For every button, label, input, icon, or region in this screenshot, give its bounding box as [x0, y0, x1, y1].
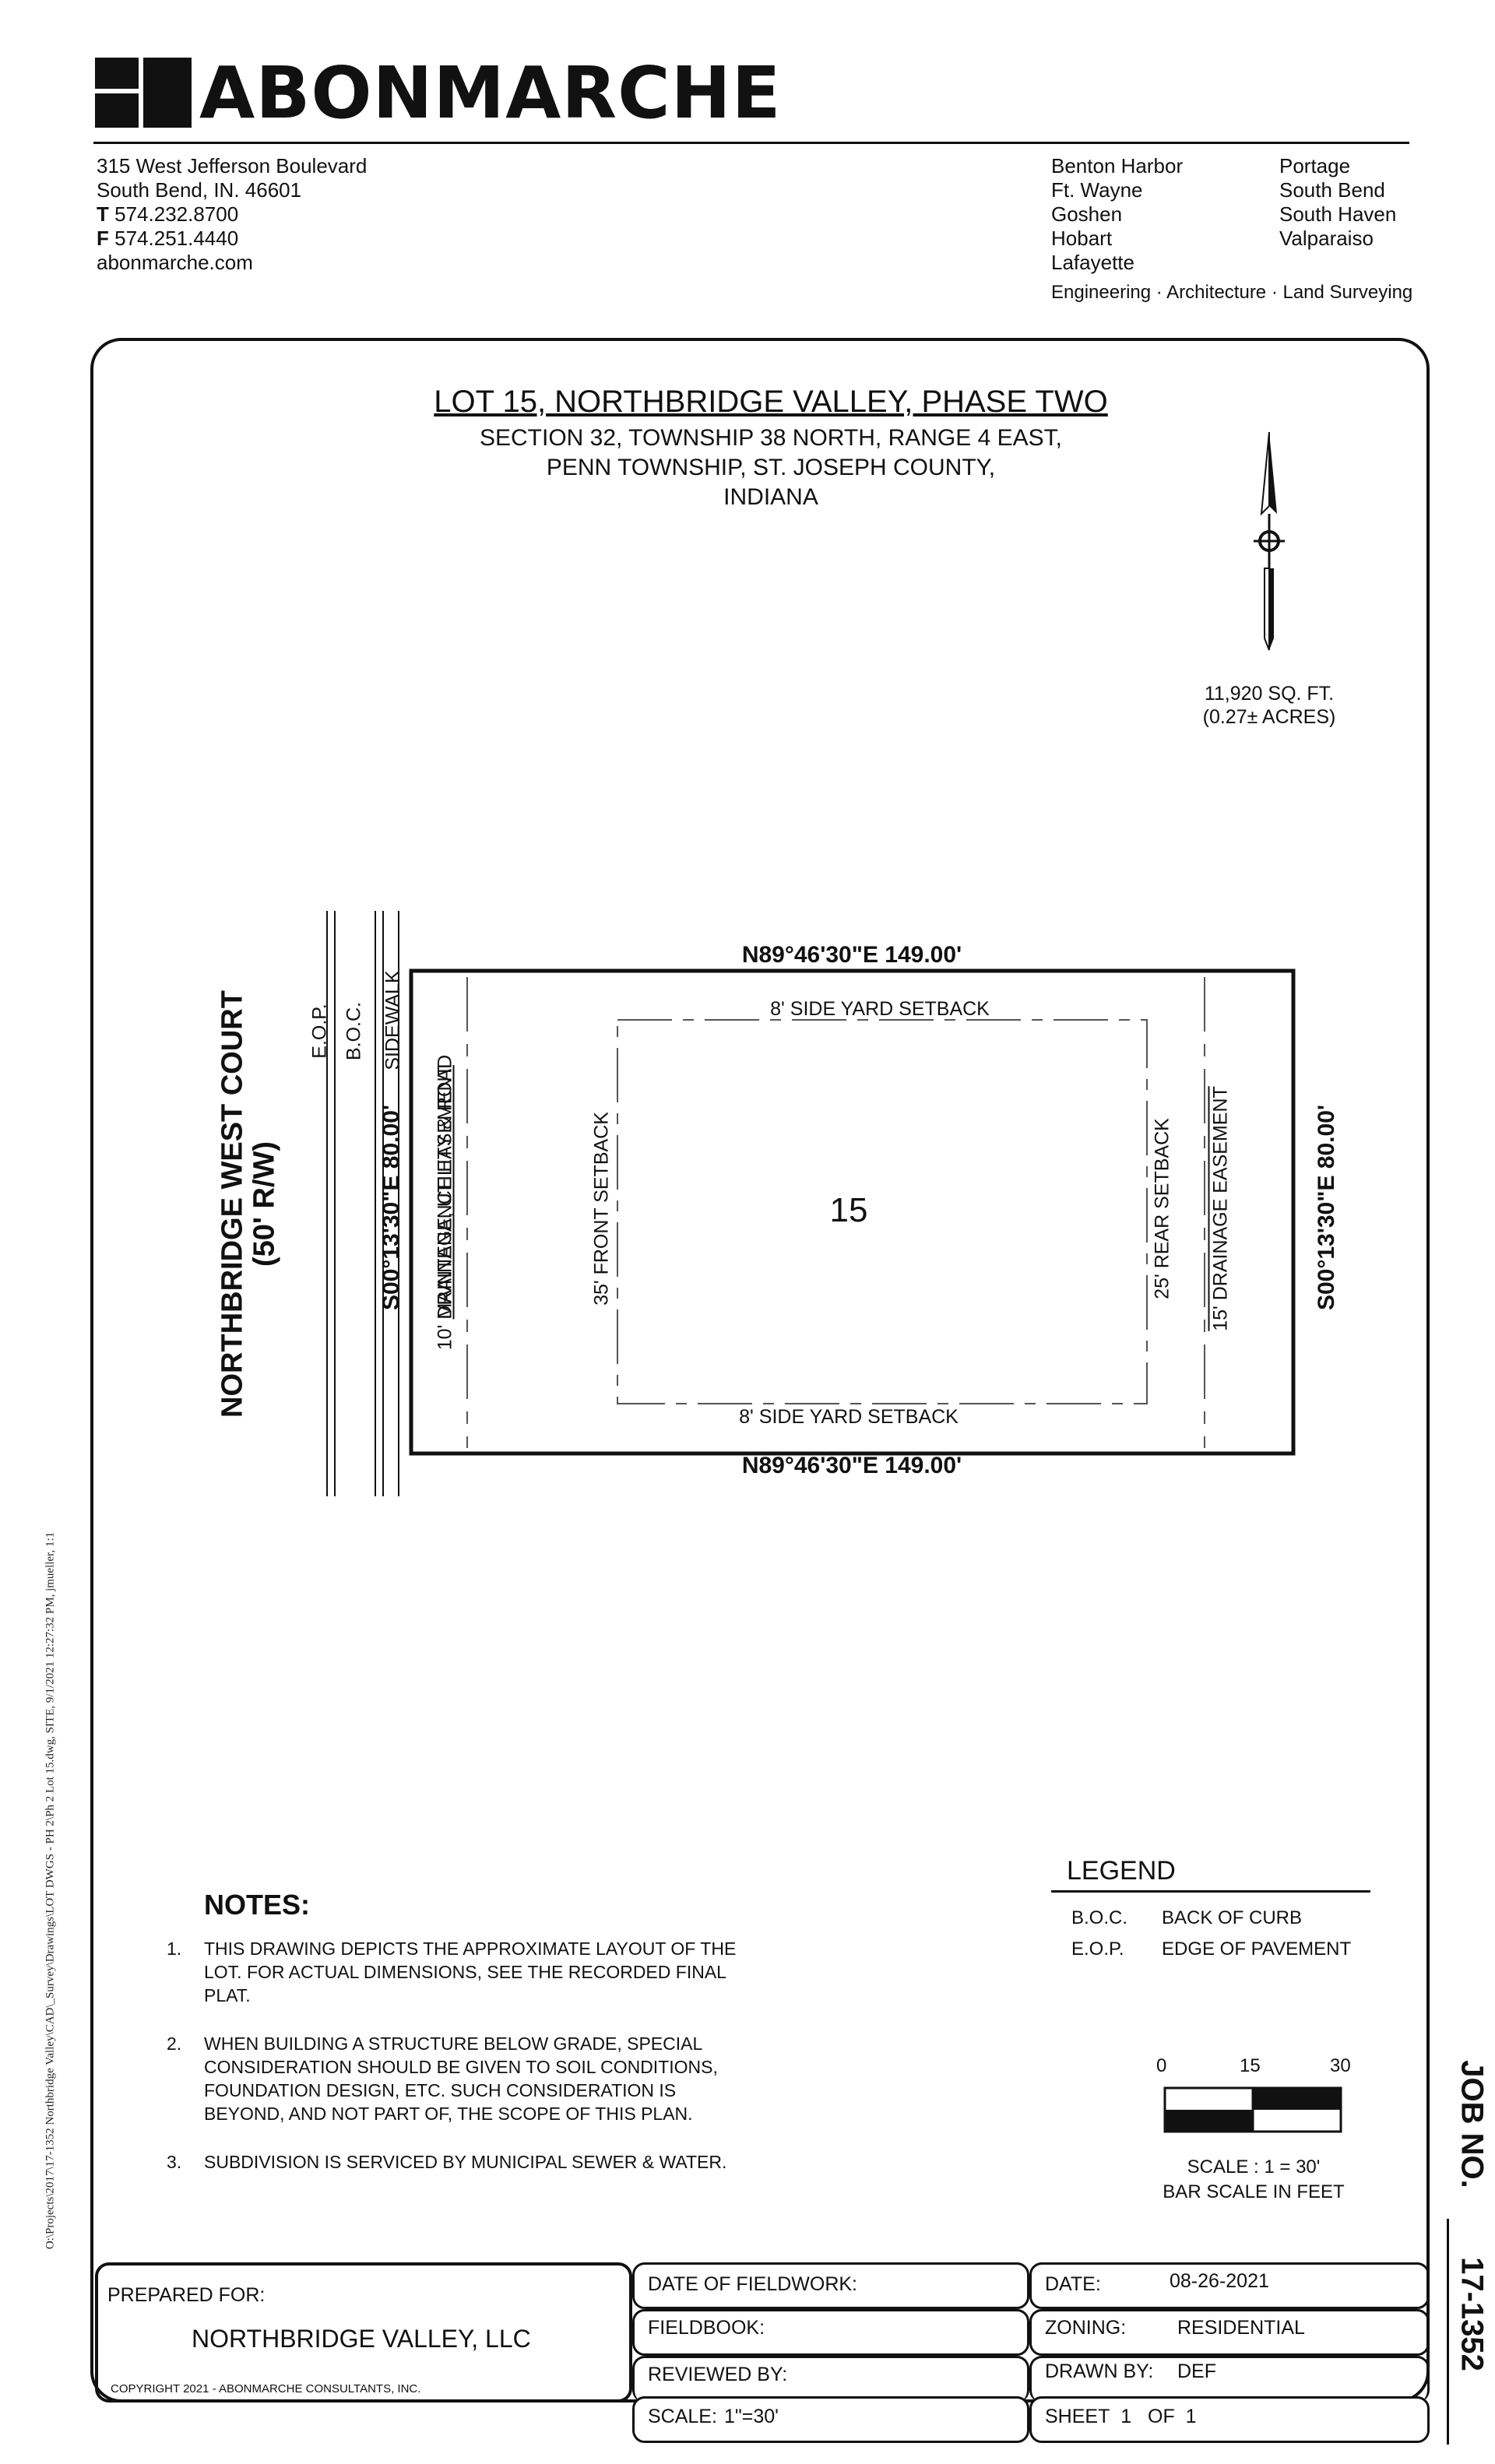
- job-label: JOB NO.: [1455, 2060, 1490, 2188]
- drawing-title: LOT 15, NORTHBRIDGE VALLEY, PHASE TWO: [434, 385, 1108, 419]
- sidewalk-label: SIDEWALK: [382, 970, 404, 1070]
- fieldbook-box: [632, 2309, 1029, 2356]
- zoning-label: ZONING:: [1045, 2317, 1127, 2339]
- drawn-by-label: DRAWN BY:: [1045, 2360, 1154, 2382]
- scale-tick-0: 0: [1156, 2055, 1167, 2076]
- scale-label: SCALE:: [648, 2406, 717, 2427]
- scale-bar-graphic: [1163, 2086, 1342, 2133]
- company-name: ABONMARCHE: [199, 51, 782, 135]
- legend-row: B.O.C.BACK OF CURB: [1071, 1907, 1303, 1928]
- bearing-top: N89°46'30"E 149.00': [741, 942, 962, 968]
- copyright: COPYRIGHT 2021 - ABONMARCHE CONSULTANTS,…: [111, 2382, 421, 2395]
- fieldwork-box: [632, 2262, 1029, 2309]
- legend-row: E.O.P.EDGE OF PAVEMENT: [1071, 1939, 1352, 1960]
- legend-heading: LEGEND: [1067, 1856, 1176, 1886]
- date-value: 08-26-2021: [1170, 2270, 1269, 2292]
- scale-text: SCALE : 1 = 30': [1187, 2156, 1321, 2178]
- job-number-rule: [1447, 2219, 1449, 2445]
- reviewed-box: [632, 2356, 1029, 2402]
- title-block: PREPARED FOR: NORTHBRIDGE VALLEY, LLC CO…: [90, 2262, 1430, 2402]
- drawing-subtitle: SECTION 32, TOWNSHIP 38 NORTH, RANGE 4 E…: [480, 425, 1062, 510]
- drawn-by-value: DEF: [1177, 2360, 1216, 2382]
- sheet-info: SHEET 1 OF 1: [1045, 2406, 1197, 2427]
- prepared-for-box: [95, 2262, 632, 2402]
- front-setback-label: 35' FRONT SETBACK: [590, 1112, 613, 1306]
- rear-setback-label: 25' REAR SETBACK: [1151, 1118, 1173, 1299]
- header-rule: [93, 142, 1409, 144]
- notes-heading: NOTES:: [204, 1889, 311, 1921]
- drawn-by-box: [1029, 2356, 1430, 2402]
- note-item: 3. SUBDIVISION IS SERVICED BY MUNICIPAL …: [167, 2152, 727, 2172]
- job-number: 17-1352: [1455, 2257, 1490, 2371]
- scale-tick-30: 30: [1330, 2055, 1351, 2076]
- side-setback-bottom: 8' SIDE YARD SETBACK: [739, 1406, 959, 1428]
- side-setback-top: 8' SIDE YARD SETBACK: [770, 998, 990, 1020]
- scale-value: 1"=30': [724, 2406, 779, 2427]
- offices-col-2: Portage South Bend South Haven Valparais…: [1279, 154, 1397, 250]
- bearing-right: S00°13'30"E 80.00': [1314, 1104, 1339, 1311]
- street-row: (50' R/W): [248, 1141, 281, 1267]
- zoning-box: [1029, 2309, 1430, 2356]
- reviewed-by-label: REVIEWED BY:: [648, 2364, 788, 2385]
- company-logo: [95, 58, 196, 128]
- date-box: [1029, 2262, 1430, 2309]
- lot-area: 11,920 SQ. FT. (0.27± ACRES): [1202, 683, 1336, 728]
- street-name: NORTHBRIDGE WEST COURT: [216, 990, 249, 1418]
- date-fieldwork-label: DATE OF FIELDWORK:: [648, 2273, 857, 2295]
- logo-mark-icon: [95, 58, 192, 128]
- sheet-box: [1029, 2396, 1430, 2443]
- fieldbook-label: FIELDBOOK:: [648, 2317, 765, 2339]
- notes-list: 1. THIS DRAWING DEPICTS THE APPROXIMATE …: [167, 1937, 836, 2174]
- address-line-2: South Bend, IN. 46601: [97, 178, 302, 202]
- legend-rule: [1051, 1890, 1370, 1893]
- lot-number: 15: [829, 1191, 868, 1229]
- file-path: O:\Projects\2017\17-1352 Northbridge Val…: [44, 1531, 57, 2250]
- scale-box: [632, 2396, 1029, 2443]
- date-label: DATE:: [1045, 2273, 1101, 2295]
- bearing-left: S00°13'30"E 80.00': [378, 1104, 404, 1311]
- zoning-value: RESIDENTIAL: [1177, 2317, 1305, 2339]
- fax-line: F 574.251.4440: [97, 227, 239, 250]
- offices-col-1: Benton Harbor Ft. Wayne Goshen Hobart La…: [1051, 154, 1184, 274]
- prepared-for-label: PREPARED FOR:: [107, 2284, 266, 2306]
- front-easement-label-2: MAINTENANCE EASEMENT: [434, 1065, 456, 1320]
- note-item: 1. THIS DRAWING DEPICTS THE APPROXIMATE …: [167, 1939, 737, 2005]
- eop-label: E.O.P.: [308, 1004, 331, 1059]
- website: abonmarche.com: [97, 251, 253, 274]
- phone-line: T 574.232.8700: [97, 202, 239, 226]
- scale-unit: BAR SCALE IN FEET: [1163, 2181, 1345, 2202]
- note-item: 2. WHEN BUILDING A STRUCTURE BELOW GRADE…: [167, 2033, 718, 2124]
- company-tagline: Engineering · Architecture · Land Survey…: [1051, 282, 1413, 303]
- scale-tick-15: 15: [1240, 2055, 1261, 2076]
- bearing-bottom: N89°46'30"E 149.00': [741, 1453, 962, 1478]
- boc-label: B.O.C.: [343, 1002, 365, 1061]
- drainage-easement-label: 15' DRAINAGE EASEMENT: [1209, 1086, 1232, 1331]
- address-line-1: 315 West Jefferson Boulevard: [97, 154, 368, 178]
- north-arrow-icon: [1254, 431, 1285, 651]
- company-address: 315 West Jefferson Boulevard South Bend,…: [97, 154, 367, 275]
- client-name: NORTHBRIDGE VALLEY, LLC: [192, 2325, 531, 2353]
